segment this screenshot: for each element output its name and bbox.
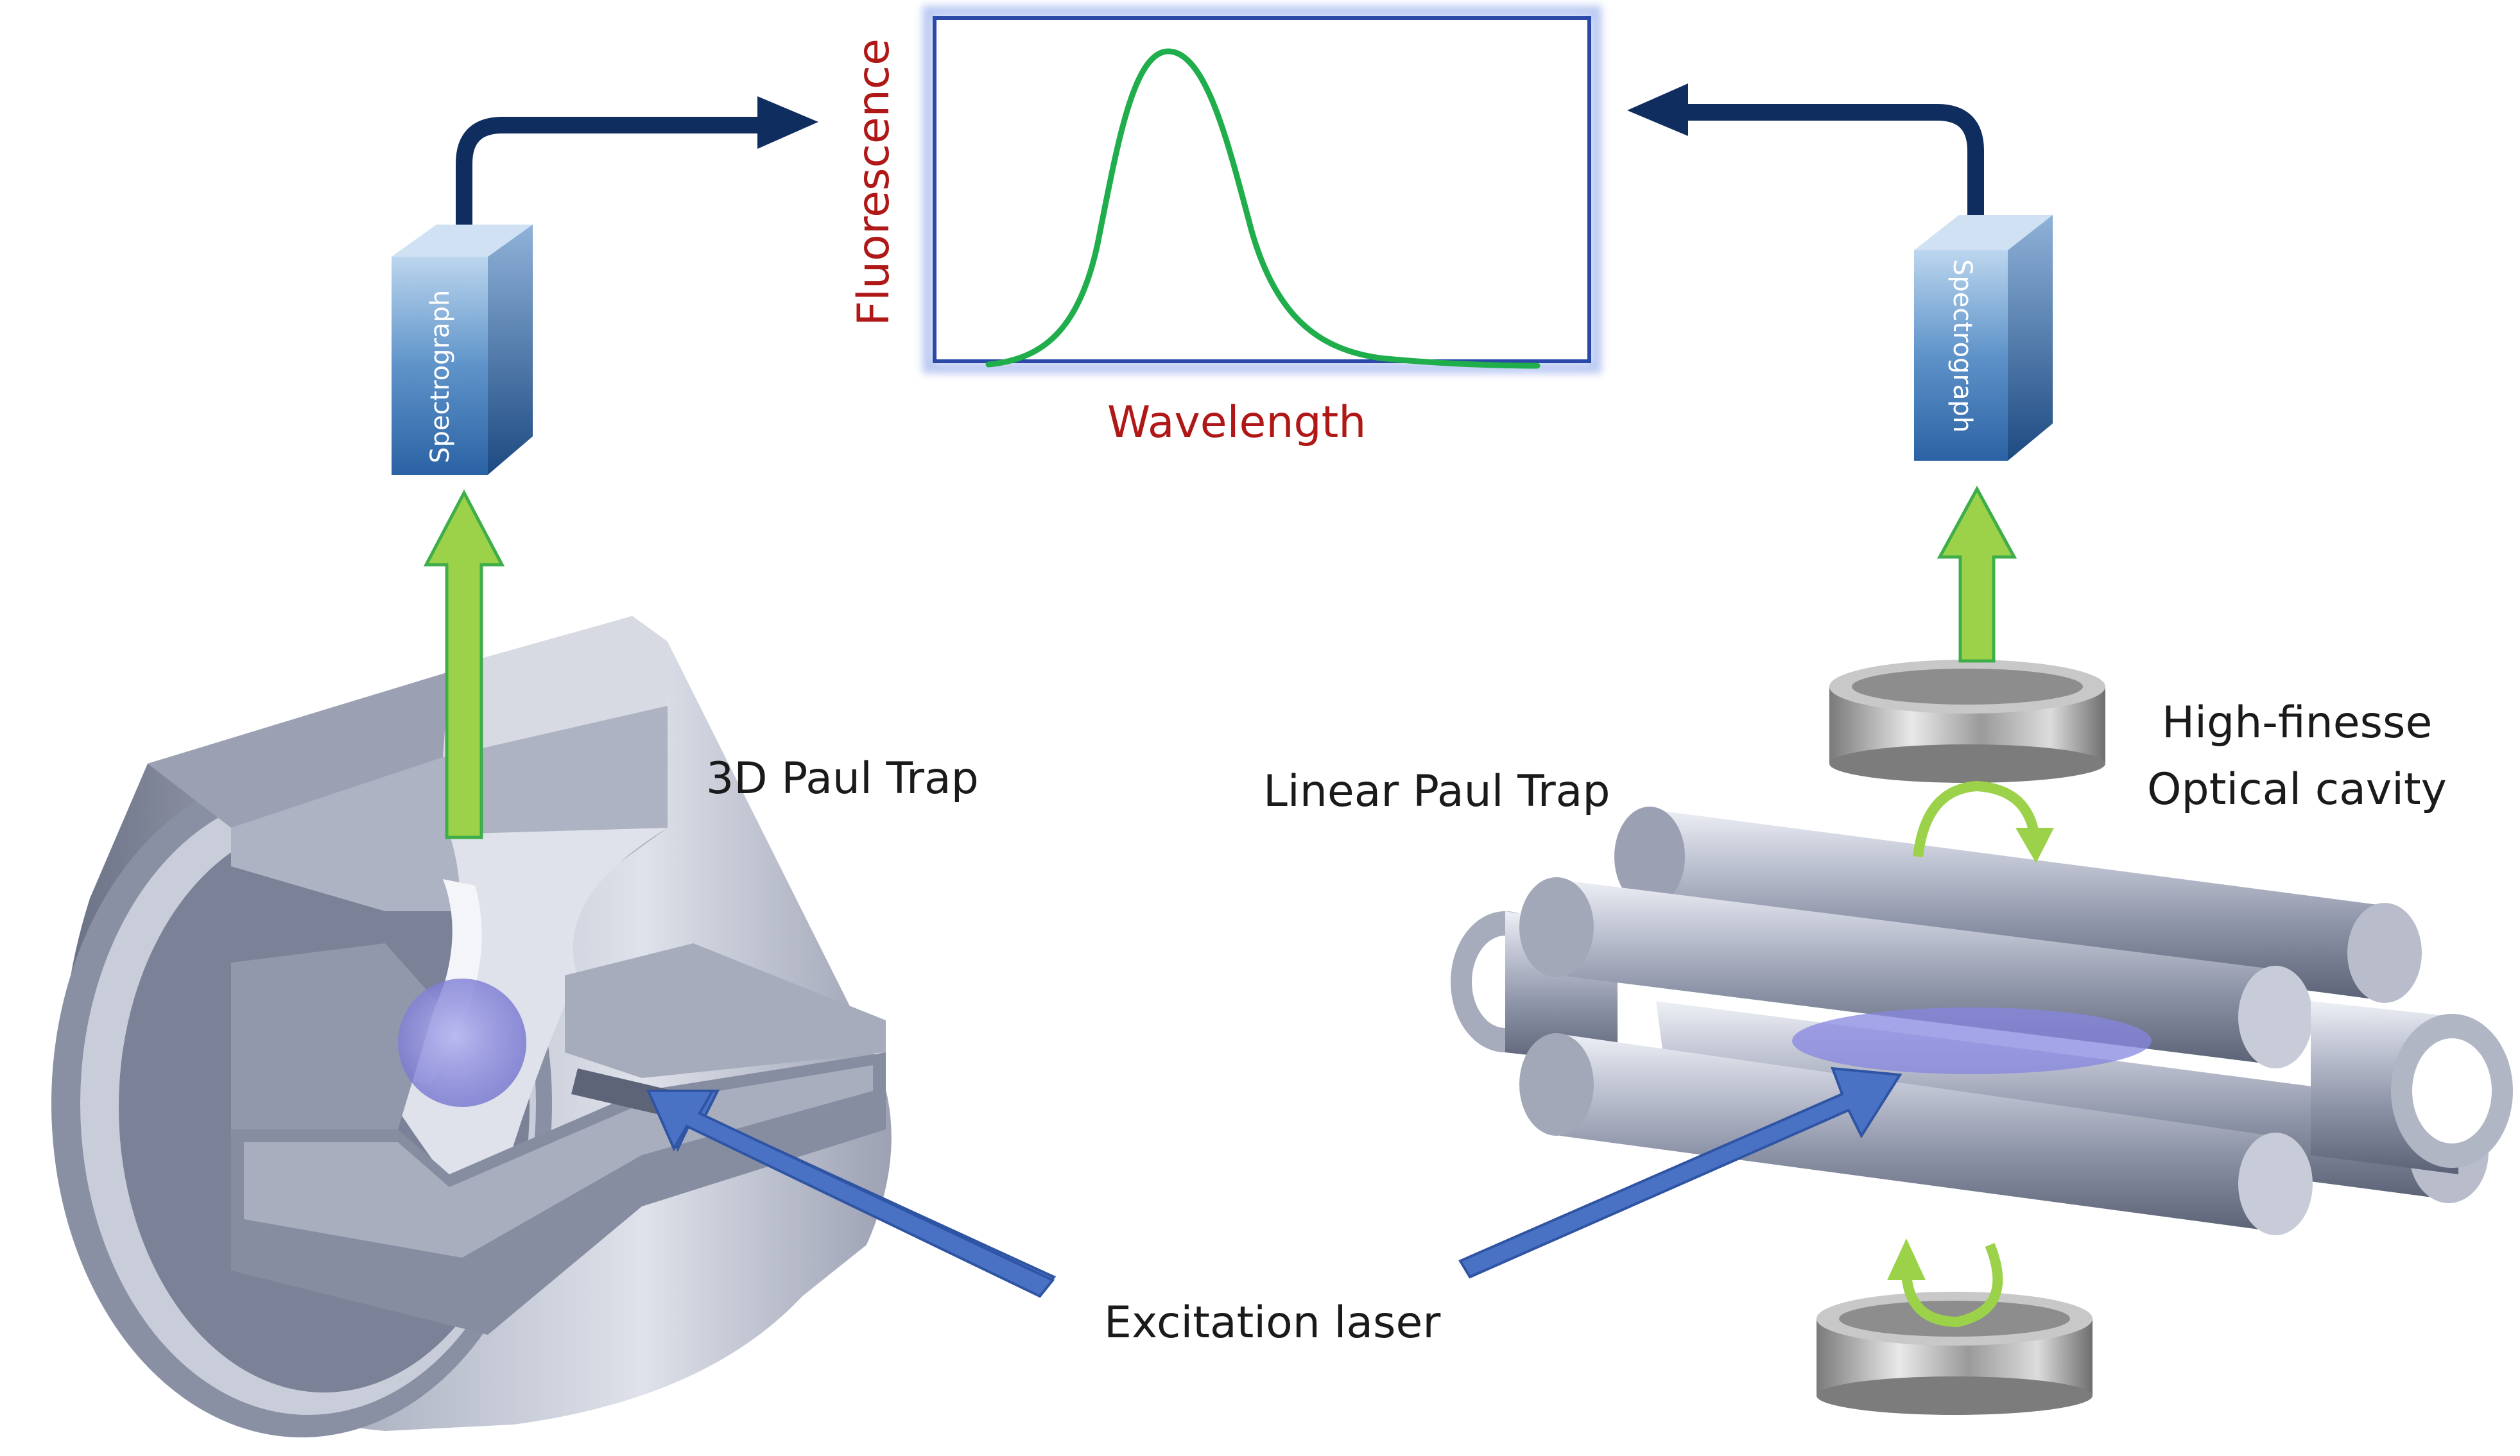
right-path-arrowhead	[1627, 83, 1688, 136]
rod-back-top	[1614, 807, 2422, 1003]
left-spectrograph	[392, 225, 533, 475]
left-path-arrowhead	[757, 96, 818, 149]
plot-xlabel: Wavelength	[1107, 397, 1367, 448]
rod-right-hollow	[2311, 1001, 2513, 1174]
cavity-mirror-top	[1829, 660, 2105, 783]
cavity-circulation-arrow-bottom	[1887, 1238, 2003, 1328]
plot-ylabel: Fluorescence	[849, 39, 899, 326]
label-excitation-laser: Excitation laser	[1104, 1298, 1441, 1348]
left-signal-path	[456, 96, 818, 231]
spectrum-plot	[922, 6, 1601, 373]
right-signal-path	[1627, 83, 1984, 218]
fluorescence-arrow-left	[423, 489, 505, 839]
fluorescence-arrow-right	[1937, 485, 2017, 663]
3d-paul-trap	[51, 616, 892, 1437]
rod-front-bottom	[1519, 1033, 2313, 1235]
label-cavity-line1: High-finesse	[2162, 698, 2433, 748]
ion-cloud-linear	[1792, 1007, 2152, 1074]
plot-frame	[933, 16, 1591, 363]
right-spectrograph	[1914, 215, 2053, 461]
rod-front-top	[1519, 877, 2313, 1068]
ion-cloud-3d	[398, 979, 526, 1107]
cavity-mirror-bottom	[1817, 1292, 2093, 1415]
linear-paul-trap	[1451, 807, 2513, 1235]
cavity-circulation-arrow-top	[1913, 780, 2054, 863]
fluorescence-curve	[985, 48, 1540, 369]
label-spectrograph-left: Spectrograph	[426, 289, 455, 463]
label-spectrograph-right: Spectrograph	[1947, 259, 1977, 433]
label-linear-paul-trap: Linear Paul Trap	[1263, 766, 1610, 817]
label-3d-paul-trap: 3D Paul Trap	[706, 753, 979, 804]
laser-arrow-left	[646, 1089, 1057, 1298]
label-cavity-line2: Optical cavity	[2147, 764, 2447, 815]
laser-arrow-right	[1458, 1066, 1903, 1279]
